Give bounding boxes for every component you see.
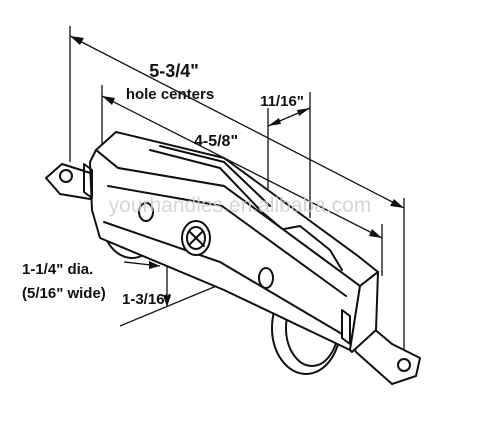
label-offset: 11/16" xyxy=(260,93,304,110)
axle-hole-right xyxy=(258,267,274,289)
label-overall-note: hole centers xyxy=(126,86,214,103)
arrow-inner-right xyxy=(369,229,382,238)
label-wheel-width: (5/16" wide) xyxy=(22,285,106,302)
arrow-inner-left xyxy=(102,96,115,105)
arrow-wheel xyxy=(149,261,160,269)
arrow-height-bottom xyxy=(163,295,171,307)
label-height: 1-3/16" xyxy=(122,291,172,308)
dim-line-overall xyxy=(69,35,405,209)
adjustment-screw xyxy=(181,220,211,256)
dim-line-inner xyxy=(101,95,383,239)
arrow-overall-right xyxy=(390,199,404,208)
left-clip xyxy=(83,163,93,199)
roller-housing xyxy=(83,131,379,353)
axle-hole-left xyxy=(138,202,154,222)
watermark-text: yourhandles.en.alibaba.com xyxy=(109,194,372,217)
right-mounting-hole xyxy=(397,358,411,372)
left-mounting-hole xyxy=(59,169,73,183)
arrow-offset-right xyxy=(297,108,310,116)
right-clip xyxy=(341,309,351,345)
arrow-offset-left xyxy=(268,118,281,126)
label-wheel-dia: 1-1/4" dia. xyxy=(22,261,93,278)
label-inner: 4-5/8" xyxy=(194,133,238,150)
ext-line-height-bottom xyxy=(119,281,227,327)
label-overall: 5-3/4" xyxy=(149,61,199,81)
arrow-overall-left xyxy=(70,36,84,45)
